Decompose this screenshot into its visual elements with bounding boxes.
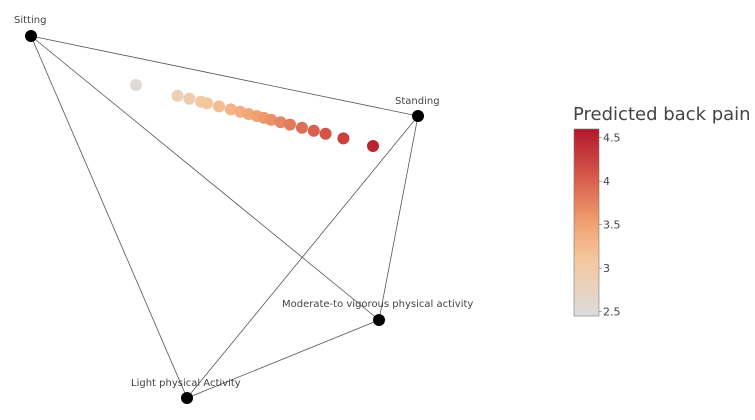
data-point-14 [295, 121, 308, 134]
data-point-11 [265, 113, 278, 126]
colorbar-tick-label-0: 2.5 [603, 306, 621, 319]
tetrahedron-vertices [25, 30, 424, 404]
edge-0 [30, 35, 419, 117]
colorbar-ticks: 2.5 3 3.5 4 4.5 [599, 132, 621, 319]
data-point-15 [307, 124, 320, 137]
data-point-18 [367, 140, 379, 152]
data-point-4 [201, 97, 214, 110]
vertex-label-sitting: Sitting [14, 15, 46, 26]
data-point-1 [171, 89, 184, 102]
data-point-6 [224, 103, 237, 116]
edge-2 [30, 35, 188, 399]
data-point-12 [274, 116, 287, 129]
vertex-label-standing: Standing [395, 96, 440, 107]
vertex-labels: Sitting Standing Moderate-to vigorous ph… [14, 15, 473, 389]
vertex-0 [25, 30, 37, 42]
colorbar-gradient [573, 128, 600, 317]
data-point-2 [183, 92, 196, 105]
edge-4 [186, 115, 419, 399]
tetrahedron-edges [30, 35, 419, 399]
data-point-5 [213, 100, 225, 113]
colorbar-tick-label-1: 3 [603, 262, 610, 275]
edge-3 [378, 115, 419, 321]
vertex-3 [181, 392, 193, 404]
data-point-16 [319, 127, 332, 140]
vertex-label-mvpa: Moderate-to vigorous physical activity [282, 299, 473, 310]
data-point-0 [130, 79, 142, 91]
edge-1 [30, 35, 380, 321]
colorbar-title: Predicted back pain [573, 104, 751, 125]
edge-5 [186, 319, 380, 399]
colorbar-tick-label-4: 4.5 [603, 132, 621, 145]
data-point-17 [337, 132, 350, 145]
vertex-label-light-activity: Light physical Activity [131, 378, 241, 389]
colorbar-tick-label-2: 3.5 [603, 219, 621, 232]
data-points [130, 79, 379, 152]
colorbar-tick-label-3: 4 [603, 175, 610, 188]
colorbar: Predicted back pain 2.5 3 3.5 4 4.5 [573, 104, 751, 319]
data-point-13 [284, 118, 296, 131]
vertex-1 [412, 110, 424, 122]
vertex-2 [373, 314, 385, 326]
